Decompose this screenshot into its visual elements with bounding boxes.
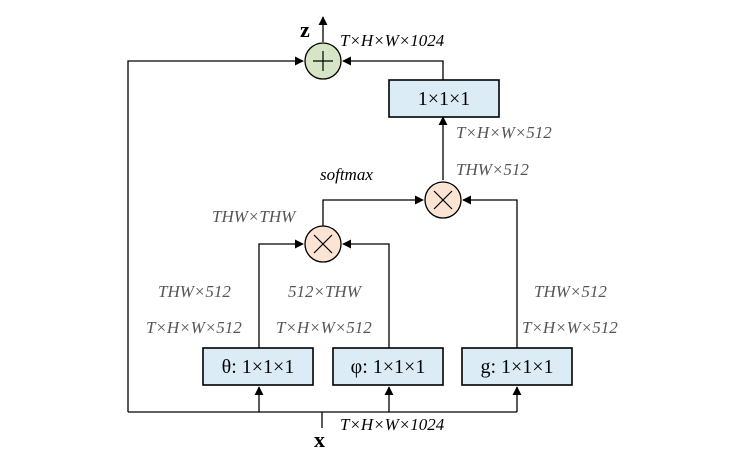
- g-conv-label: g: 1×1×1: [480, 356, 553, 378]
- mul1-output-shape: THW×THW: [212, 207, 297, 226]
- g-to-mul2: [462, 195, 518, 348]
- g-shape-label: T×H×W×512: [522, 318, 618, 337]
- theta-conv-box: θ: 1×1×1: [202, 347, 314, 386]
- sum-node: [304, 42, 342, 80]
- phi-conv-label: φ: 1×1×1: [351, 356, 426, 378]
- matmul-node-1: [304, 225, 342, 263]
- top-shape-label: T×H×W×1024: [340, 31, 445, 50]
- outconv-to-sum: [342, 56, 444, 80]
- theta-reshape-label: THW×512: [158, 282, 231, 301]
- mul2-output-shape: THW×512: [456, 160, 529, 179]
- mul1-to-mul2: [322, 195, 424, 226]
- out-conv-label: 1×1×1: [418, 88, 471, 110]
- phi-conv-box: φ: 1×1×1: [332, 347, 444, 386]
- phi-to-mul1: [342, 239, 390, 348]
- out-conv-box: 1×1×1: [388, 79, 500, 118]
- theta-conv-label: θ: 1×1×1: [222, 356, 295, 378]
- out-conv-input-shape: T×H×W×512: [456, 123, 552, 142]
- theta-shape-label: T×H×W×512: [146, 318, 242, 337]
- phi-reshape-label: 512×THW: [288, 282, 363, 301]
- g-conv-box: g: 1×1×1: [461, 347, 573, 386]
- edges: [127, 16, 522, 428]
- matmul-node-2: [424, 181, 462, 219]
- softmax-label: softmax: [320, 165, 373, 184]
- input-x-label: x: [314, 427, 325, 452]
- residual-connection: [127, 56, 304, 412]
- phi-shape-label: T×H×W×512: [276, 318, 372, 337]
- output-z-label: z: [300, 17, 310, 42]
- g-reshape-label: THW×512: [534, 282, 607, 301]
- theta-to-mul1: [258, 239, 304, 348]
- bottom-shape-label: T×H×W×1024: [340, 415, 445, 434]
